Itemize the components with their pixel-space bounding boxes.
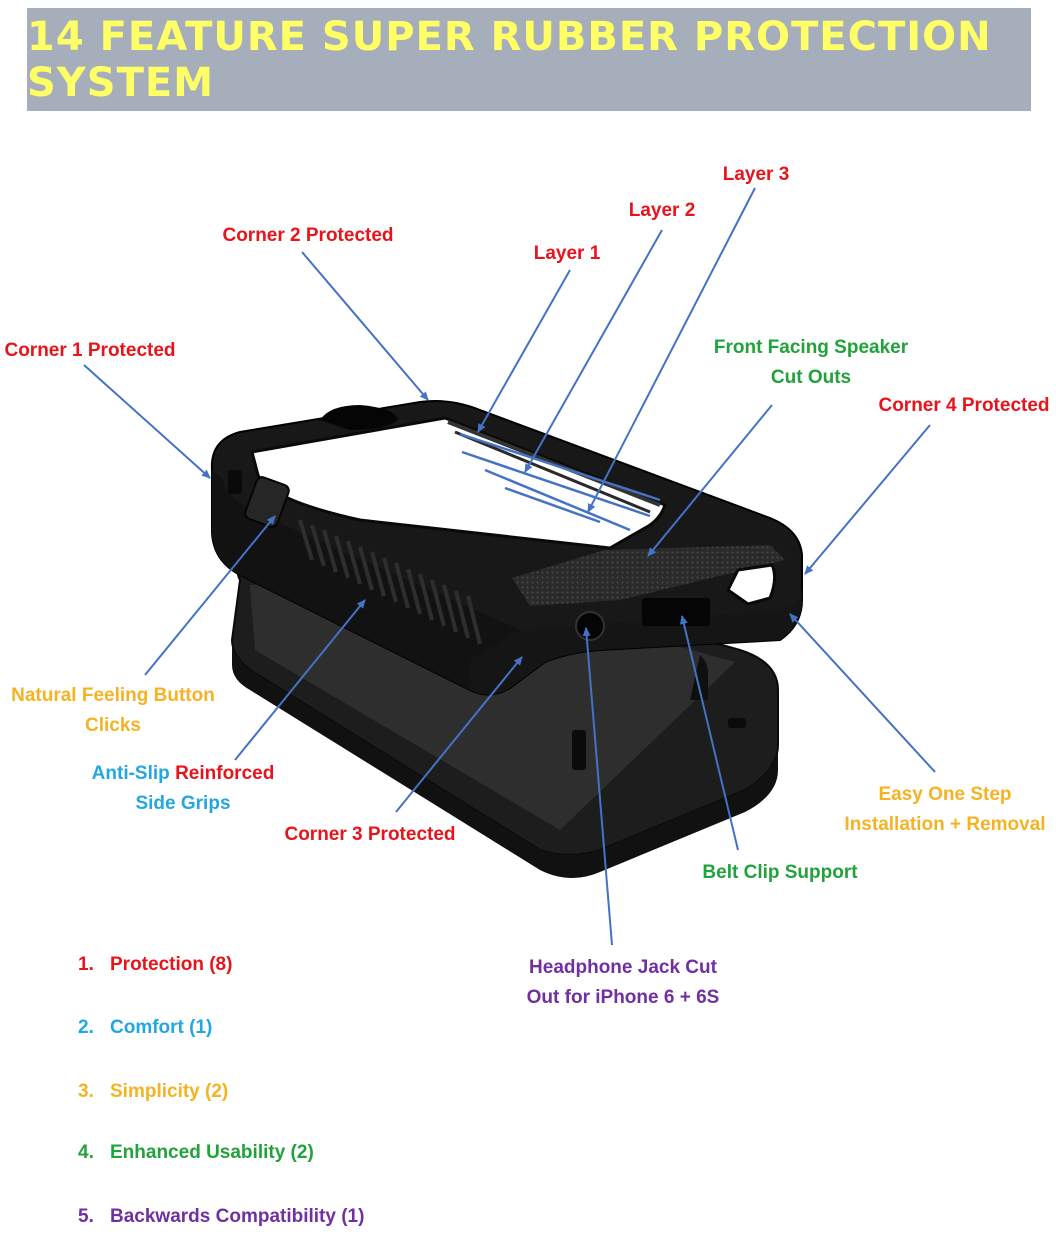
label-speaker-line1: Front Facing Speaker xyxy=(713,337,909,358)
label-grips-antislip: Anti-Slip xyxy=(91,763,170,784)
label-easy-line1: Easy One Step xyxy=(878,784,1012,805)
label-corner-4: Corner 4 Protected xyxy=(878,395,1050,416)
layer-lines xyxy=(459,432,661,532)
label-headphone-jack: Headphone Jack Cut Out for iPhone 6 + 6S xyxy=(508,953,738,1013)
label-corner-2: Corner 2 Protected xyxy=(222,225,394,246)
leader-speaker xyxy=(647,404,773,557)
legend-label: Backwards Compatibility (1) xyxy=(110,1206,365,1227)
legend-item-comfort: 2. Comfort (1) xyxy=(78,1017,212,1039)
label-belt-clip: Belt Clip Support xyxy=(702,862,858,883)
label-buttons-line1: Natural Feeling Button xyxy=(11,685,215,706)
legend-item-usability: 4. Enhanced Usability (2) xyxy=(78,1142,314,1164)
label-button-clicks: Natural Feeling Button Clicks xyxy=(2,681,224,741)
legend-num: 4. xyxy=(78,1142,94,1163)
legend-item-compatibility: 5. Backwards Compatibility (1) xyxy=(78,1206,364,1228)
label-layer-2: Layer 2 xyxy=(628,200,696,221)
title-banner: 14 FEATURE SUPER RUBBER PROTECTION SYSTE… xyxy=(27,8,1031,111)
leader-lines xyxy=(83,187,936,946)
label-layer-3: Layer 3 xyxy=(722,164,790,185)
leader-easy xyxy=(789,613,936,773)
legend-num: 3. xyxy=(78,1081,94,1102)
page-title: 14 FEATURE SUPER RUBBER PROTECTION SYSTE… xyxy=(27,13,992,106)
leader-layer1 xyxy=(477,269,571,433)
label-side-grips: Anti-Slip Reinforced Side Grips xyxy=(72,759,294,819)
leader-belt xyxy=(679,615,739,851)
leader-grips xyxy=(234,599,366,761)
leader-jack xyxy=(582,627,613,946)
label-jack-line2: Out for iPhone 6 + 6S xyxy=(526,987,720,1008)
label-easy-install: Easy One Step Installation + Removal xyxy=(834,780,1056,840)
leader-layer3 xyxy=(587,187,756,513)
legend-item-simplicity: 3. Simplicity (2) xyxy=(78,1081,228,1103)
label-buttons-line2: Clicks xyxy=(85,715,141,736)
leader-corner4 xyxy=(804,424,931,575)
legend-num: 2. xyxy=(78,1017,94,1038)
legend-label: Protection (8) xyxy=(110,954,233,975)
leader-corner2 xyxy=(301,251,429,401)
label-speaker-line2: Cut Outs xyxy=(770,367,852,388)
legend-label: Comfort (1) xyxy=(110,1017,213,1038)
label-layer-1: Layer 1 xyxy=(533,243,601,264)
legend-num: 5. xyxy=(78,1206,94,1227)
leader-layer2 xyxy=(524,229,663,473)
label-corner-1: Corner 1 Protected xyxy=(4,340,176,361)
label-speaker-cutouts: Front Facing Speaker Cut Outs xyxy=(700,333,922,393)
rubber-bumper-frame xyxy=(210,400,803,696)
legend-label: Enhanced Usability (2) xyxy=(110,1142,314,1163)
label-grips-line2: Side Grips xyxy=(135,793,231,814)
side-grip-ribs xyxy=(298,519,482,645)
label-corner-3: Corner 3 Protected xyxy=(284,824,456,845)
legend-item-protection: 1. Protection (8) xyxy=(78,954,232,976)
leader-corner1 xyxy=(83,364,211,479)
label-easy-line2: Installation + Removal xyxy=(844,814,1046,835)
label-grips-line1: Anti-Slip Reinforced xyxy=(72,759,294,789)
leader-corner3 xyxy=(395,656,523,813)
label-grips-reinforced: Reinforced xyxy=(175,763,275,784)
legend-label: Simplicity (2) xyxy=(110,1081,229,1102)
leader-buttons xyxy=(144,515,276,676)
label-jack-line1: Headphone Jack Cut xyxy=(529,957,717,978)
legend-num: 1. xyxy=(78,954,94,975)
